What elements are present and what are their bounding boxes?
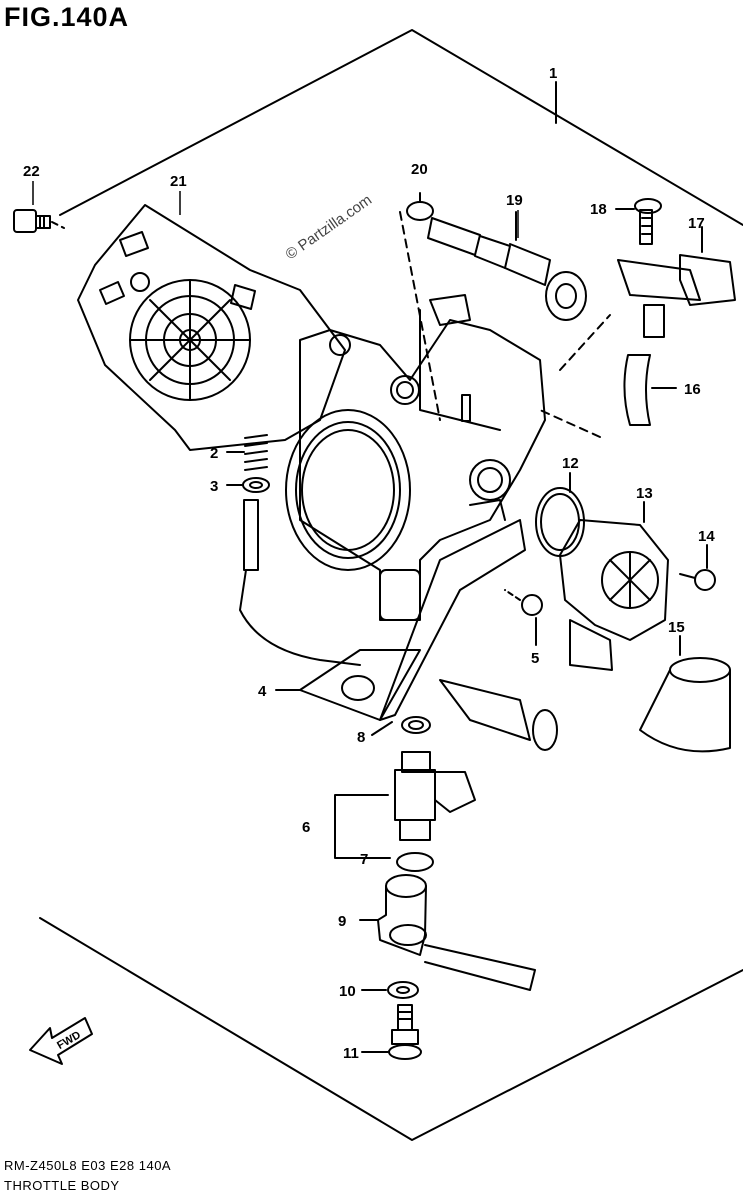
side-cover-part	[77, 204, 346, 451]
screw-part-14	[679, 544, 716, 591]
callout-15: 15	[668, 619, 685, 636]
assembly-boundary	[59, 29, 743, 226]
washer-part-10	[361, 981, 419, 999]
callout-16: 16	[684, 381, 701, 398]
callout-14: 14	[698, 528, 715, 545]
figure-title: FIG.140A	[4, 2, 130, 32]
callout-9: 9	[338, 913, 346, 930]
fwd-arrow-icon	[29, 1017, 93, 1065]
callout-3: 3	[210, 478, 218, 495]
oring-part-7	[396, 852, 434, 872]
callout-6: 6	[302, 819, 310, 836]
callout-7: 7	[360, 851, 368, 868]
washer-part-3	[226, 477, 270, 493]
screw-part-18	[615, 198, 662, 245]
callout-20: 20	[411, 161, 428, 178]
fuel-rail-part-9	[359, 874, 536, 991]
oring-part-12	[535, 472, 585, 557]
callout-12: 12	[562, 455, 579, 472]
hose-part-16	[623, 354, 677, 426]
callout-22: 22	[23, 163, 40, 180]
figure-subtitle: THROTTLE BODY	[4, 1178, 120, 1193]
idle-valve-part-19	[427, 211, 587, 321]
bracket-part-8	[371, 519, 558, 751]
callout-11: 11	[343, 1045, 359, 1062]
callout-13: 13	[636, 485, 653, 502]
callout-5: 5	[531, 650, 539, 667]
watermark: © Partzilla.com	[283, 191, 376, 263]
spring-part-2	[226, 434, 268, 471]
bolt-part-11	[361, 1004, 422, 1060]
throttle-body-part	[285, 294, 546, 621]
injector-part-6	[334, 716, 476, 859]
callout-8: 8	[357, 729, 365, 746]
screw-part-5	[504, 589, 543, 646]
callout-4: 4	[258, 683, 267, 700]
filter-part-15	[639, 635, 731, 753]
bolt-part-22	[13, 209, 65, 233]
callout-18: 18	[590, 201, 607, 218]
callout-17: 17	[688, 215, 705, 232]
callout-2: 2	[210, 445, 218, 462]
assembly-boundary-bottom	[39, 917, 743, 1141]
tps-part-13	[559, 501, 669, 671]
model-code: RM-Z450L8 E03 E28 140A	[4, 1158, 172, 1173]
oring-part-20	[406, 201, 434, 221]
callout-1: 1	[549, 65, 557, 82]
callout-10: 10	[339, 983, 356, 1000]
bracket-part-4	[239, 499, 421, 721]
callout-19: 19	[506, 192, 523, 209]
callout-21: 21	[170, 173, 187, 190]
sensor-part-17	[617, 226, 736, 338]
